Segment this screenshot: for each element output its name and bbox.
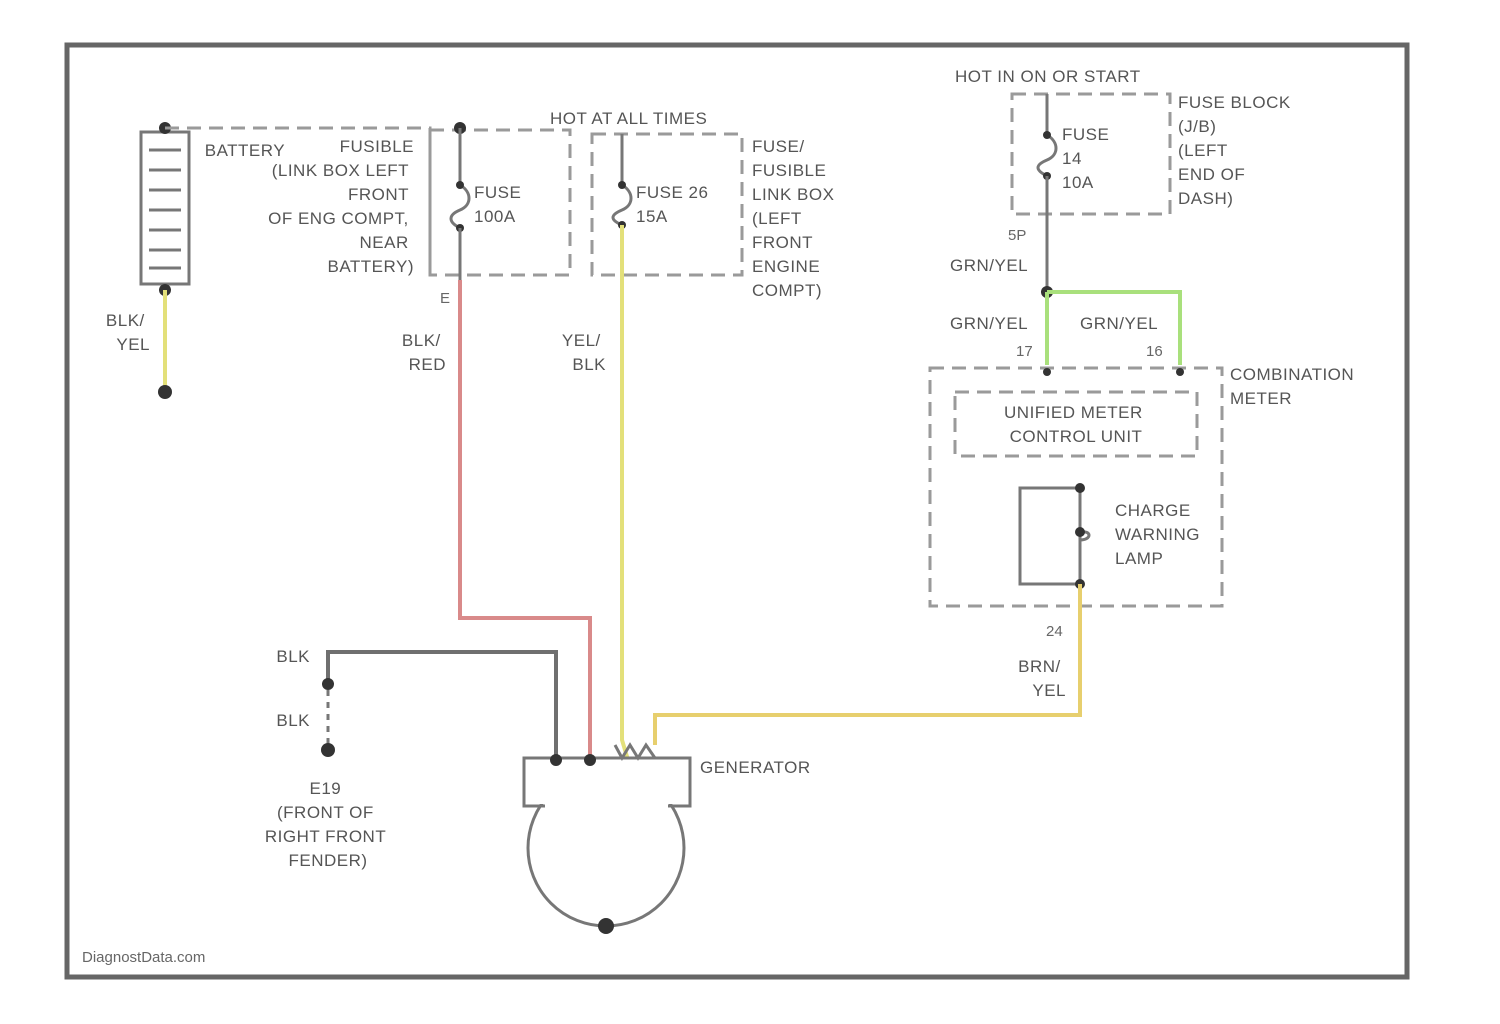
label-pin-24: 24	[1046, 623, 1063, 640]
label-blk-1: BLK	[276, 647, 310, 666]
fuse-14-symbol	[1038, 135, 1056, 176]
generator	[524, 758, 690, 926]
label-battery-location: BATTERY (LINK BOX LEFT FRONT OF ENG COMP…	[205, 141, 414, 276]
label-pin-16: 16	[1146, 343, 1163, 360]
label-conn-e: E	[440, 290, 450, 307]
label-yel-blk: YEL/ BLK	[562, 331, 606, 374]
label-fusible: FUSIBLE	[340, 137, 414, 156]
wire-yel-blk	[622, 225, 628, 760]
label-ground-location: E19 (FRONT OF RIGHT FRONT FENDER)	[265, 779, 391, 870]
wire-brn-yel	[655, 584, 1080, 745]
label-hot-in-on-or-start: HOT IN ON OR START	[955, 67, 1141, 86]
generator-terminal-b	[550, 754, 562, 766]
ground-connector-top	[322, 678, 334, 690]
generator-terminal-s	[584, 754, 596, 766]
battery	[141, 132, 189, 284]
generator-case-ground	[598, 918, 614, 934]
fuse-26-symbol	[613, 185, 631, 225]
label-grn-yel-right: GRN/YEL	[1080, 314, 1158, 333]
label-charge-warning-lamp: CHARGE WARNING LAMP	[1115, 501, 1205, 568]
label-hot-at-all-times: HOT AT ALL TIMES	[550, 109, 707, 128]
ground-point-e19	[321, 743, 335, 757]
label-blk-red: BLK/ RED	[402, 331, 446, 374]
label-blk-yel: BLK/ YEL	[106, 311, 150, 354]
fuse-26-box	[592, 134, 742, 275]
wire-blk-red	[460, 280, 590, 760]
label-fuse-26: FUSE 26 15A	[636, 183, 714, 226]
fuse-block-box	[1012, 94, 1170, 214]
label-fuse-100a: FUSE 100A	[474, 183, 527, 226]
label-unified-meter: UNIFIED METER CONTROL UNIT	[1004, 403, 1148, 446]
unified-meter-control-unit-box	[955, 392, 1197, 456]
label-conn-5p: 5P	[1008, 227, 1026, 244]
label-grn-yel-left: GRN/YEL	[950, 314, 1028, 333]
label-grn-yel-top: GRN/YEL	[950, 256, 1028, 275]
fuse-100a-symbol	[451, 185, 469, 228]
label-fuse-block: FUSE BLOCK (J/B) (LEFT END OF DASH)	[1178, 93, 1296, 208]
label-combination-meter: COMBINATION METER	[1230, 365, 1359, 408]
wire-blk-generator	[328, 652, 556, 760]
label-fuse-14: FUSE 14 10A	[1062, 125, 1115, 192]
label-generator: GENERATOR	[700, 758, 811, 777]
charge-warning-lamp	[1020, 488, 1080, 584]
watermark: DiagnostData.com	[82, 949, 205, 966]
label-fusible-link-box: FUSE/ FUSIBLE LINK BOX (LEFT FRONT ENGIN…	[752, 137, 840, 300]
label-pin-17: 17	[1016, 343, 1033, 360]
label-blk-2: BLK	[276, 711, 310, 730]
label-brn-yel: BRN/ YEL	[1018, 657, 1066, 700]
fuse-100a-box	[430, 130, 570, 275]
battery-ground-point	[158, 385, 172, 399]
